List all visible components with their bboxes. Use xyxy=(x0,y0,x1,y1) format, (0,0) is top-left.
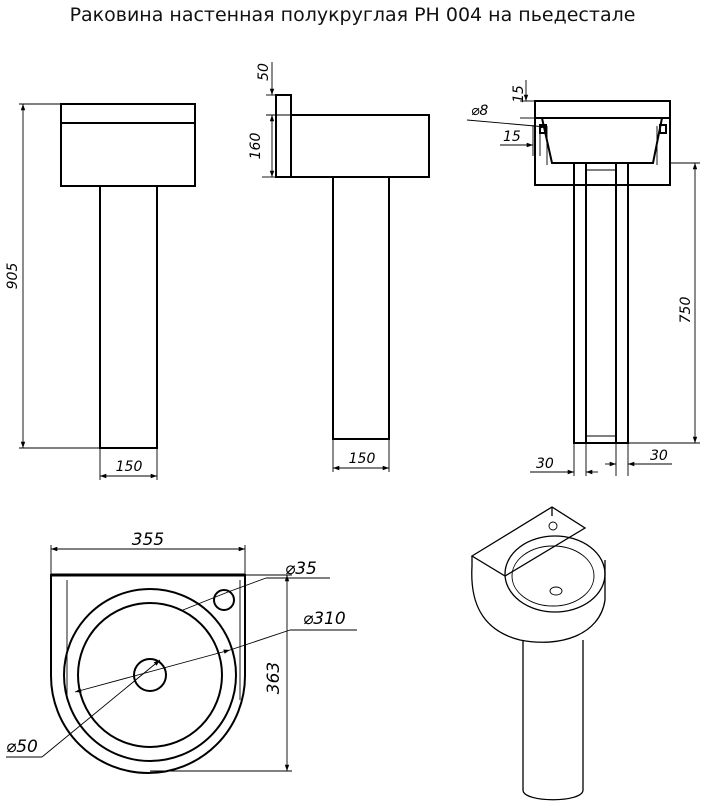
plan-bowl-outer xyxy=(63,588,237,762)
isometric-view xyxy=(470,506,606,801)
iso-bowl-rim xyxy=(504,535,606,613)
dim-front-height: 905 xyxy=(5,263,21,290)
back-hole-right xyxy=(659,124,667,134)
iso-drain xyxy=(549,586,563,596)
dim-back-height: 750 xyxy=(678,297,694,324)
dim-side-width: 150 xyxy=(349,451,376,467)
dim-back-inner: 15 xyxy=(503,129,521,145)
side-bowl xyxy=(290,114,430,178)
front-bowl xyxy=(60,103,196,187)
front-view: 905 150 xyxy=(5,103,196,480)
plan-view: 355 ⌀35 ⌀310 363 ⌀50 xyxy=(6,530,357,774)
dim-plan-width: 355 xyxy=(132,530,164,550)
iso-bowl-body xyxy=(471,560,606,643)
side-view: 50 160 150 xyxy=(248,62,430,472)
dim-plan-depth: 363 xyxy=(264,662,284,694)
dim-plan-tap: ⌀35 xyxy=(285,559,317,579)
dim-side-bowl-height: 160 xyxy=(248,133,264,160)
side-backplate xyxy=(275,94,292,178)
page-title: Раковина настенная полукруглая РН 004 на… xyxy=(69,4,636,26)
plan-tap-hole xyxy=(213,589,235,611)
front-pedestal xyxy=(99,185,158,449)
back-plate xyxy=(534,100,671,186)
back-leg-right xyxy=(615,162,629,444)
dim-back-left: 30 xyxy=(536,456,554,472)
dim-side-top: 50 xyxy=(256,63,272,81)
plan-outline xyxy=(50,574,246,774)
dim-back-right: 30 xyxy=(650,448,668,464)
back-view: ⌀8 15 15 750 30 30 xyxy=(466,80,700,476)
side-pedestal xyxy=(332,176,390,440)
plan-bowl-inner xyxy=(77,602,223,748)
dim-front-width: 150 xyxy=(116,459,143,475)
back-leg-left xyxy=(573,162,587,444)
dim-plan-bowl: ⌀310 xyxy=(303,609,346,629)
dim-back-hole: ⌀8 xyxy=(471,103,488,119)
iso-pedestal xyxy=(522,640,584,801)
dim-back-top: 15 xyxy=(511,85,527,103)
dim-plan-drain: ⌀50 xyxy=(6,737,38,757)
